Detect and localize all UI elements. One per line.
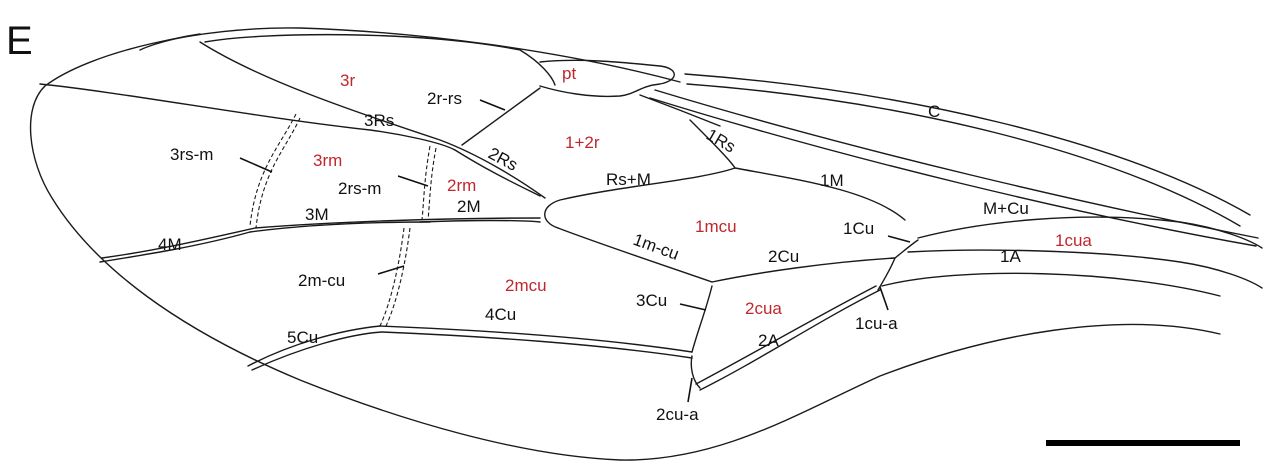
leader-2m-cu	[377, 265, 405, 275]
cell-label-2mcu: 2mcu	[505, 276, 547, 295]
leader-3rs-m	[239, 157, 273, 173]
cell-label-3rm: 3rm	[313, 151, 342, 170]
vein-M-Cu	[917, 216, 1263, 249]
vein-5Cu	[247, 325, 381, 367]
leader-2rs-m	[397, 175, 429, 187]
cell-label-2rm: 2rm	[447, 176, 476, 195]
vein-3rs-m-b	[249, 113, 297, 227]
vein-1Rs	[689, 119, 736, 169]
vein-3Rs	[199, 41, 546, 199]
vein-label-Rs-M: Rs+M	[606, 170, 651, 189]
vein-1A	[907, 249, 1263, 289]
cell-label-pt: pt	[562, 64, 576, 83]
vein-5Cu-lower	[251, 331, 693, 371]
vein-label-1m-cu: 1m-cu	[631, 230, 682, 264]
vein-2Cu	[711, 257, 896, 283]
cell-label-2cua: 2cua	[745, 299, 782, 318]
vein-label-3M: 3M	[305, 205, 329, 224]
vein-1A-lower	[881, 272, 1221, 297]
leader-3Cu	[679, 303, 707, 311]
vein-label-2rs-m: 2rs-m	[338, 179, 381, 198]
vein-1m-cu	[557, 227, 713, 283]
vein-label-3Rs: 3Rs	[364, 111, 394, 130]
vein-costa-inner	[686, 83, 1241, 227]
leader-1Cu	[887, 235, 911, 243]
leader-1cu-a	[879, 286, 889, 311]
vein-subcosta	[649, 97, 1257, 247]
vein-label-2m-cu: 2m-cu	[298, 271, 345, 290]
vein-2r-rs	[461, 87, 541, 146]
cell-label-3r: 3r	[340, 71, 355, 90]
vein-label-4Cu: 4Cu	[485, 305, 516, 324]
vein-label-C: C	[928, 102, 940, 121]
pterostigma	[539, 59, 675, 98]
wing-outline	[29, 27, 1221, 461]
vein-label-2Cu: 2Cu	[768, 247, 799, 266]
vein-Rs-M	[544, 167, 736, 229]
vein-2m-cu	[385, 227, 411, 327]
vein-label-1A: 1A	[1000, 247, 1021, 266]
vein-label-1cu-a: 1cu-a	[855, 314, 898, 333]
vein-costa	[684, 73, 1251, 216]
cell-label-1cua: 1cua	[1055, 231, 1092, 250]
radial-cell-border	[139, 33, 556, 86]
cell-label-1p2r: 1+2r	[565, 133, 600, 152]
vein-4Cu	[379, 325, 693, 353]
vein-label-M-Cu: M+Cu	[983, 199, 1029, 218]
vein-2A-inner	[695, 285, 877, 385]
vein-3M	[249, 221, 431, 233]
cell-label-1mcu: 1mcu	[695, 217, 737, 236]
leader-2cu-a	[687, 377, 693, 403]
vein-label-2r-rs: 2r-rs	[427, 89, 462, 108]
scale-bar	[1046, 440, 1240, 446]
vein-label-2cu-a: 2cu-a	[656, 405, 699, 424]
vein-2rs-m	[427, 147, 437, 221]
vein-2M	[419, 219, 541, 223]
vein-3rs-m	[255, 117, 301, 229]
vein-1M	[734, 167, 906, 221]
vein-label-1M: 1M	[820, 171, 844, 190]
vein-label-5Cu: 5Cu	[287, 328, 318, 347]
vein-3Cu	[691, 285, 713, 353]
leader-2r-rs	[479, 99, 506, 111]
vein-label-4M: 4M	[158, 235, 182, 254]
vein-label-2M: 2M	[457, 197, 481, 216]
vein-3M-lower	[101, 217, 541, 259]
vein-label-1Cu: 1Cu	[843, 219, 874, 238]
vein-4M	[99, 231, 251, 263]
vein-2rs-m-b	[421, 145, 431, 221]
vein-2cu-a	[690, 355, 701, 389]
panel-letter: E	[6, 19, 33, 63]
vein-2A	[699, 289, 881, 391]
vein-2m-cu-b	[379, 227, 405, 327]
vein-2Rs	[454, 149, 541, 197]
vein-3Rs-inner	[39, 83, 456, 151]
vein-1Rs-upper	[639, 94, 721, 127]
vein-label-2A: 2A	[758, 331, 779, 350]
vein-label-3rs-m: 3rs-m	[170, 145, 213, 164]
vein-label-3Cu: 3Cu	[636, 291, 667, 310]
vein-1Cu	[894, 239, 919, 259]
